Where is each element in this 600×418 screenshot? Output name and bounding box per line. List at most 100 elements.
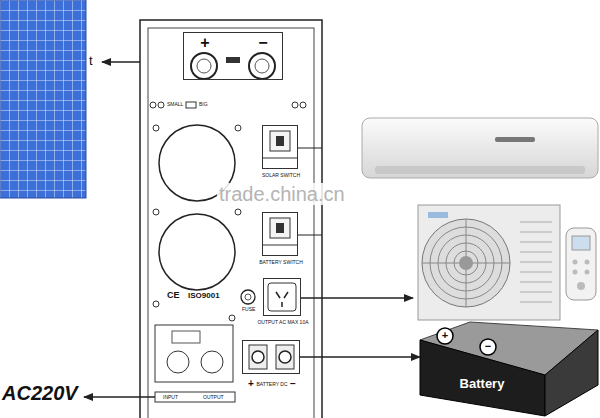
solar-panel (0, 0, 86, 198)
node-text: Battery (460, 377, 505, 390)
node-text: + (248, 379, 254, 389)
terminal-screw (252, 351, 264, 363)
solar-switch: SOLAR SWITCH (262, 125, 298, 169)
ac-display (495, 137, 535, 142)
remote-buttons (573, 260, 590, 291)
breaker-body (270, 218, 290, 238)
terminal-label: OUTPUT (203, 395, 224, 400)
drawing-part (520, 242, 552, 243)
drawing-part (577, 282, 585, 290)
cert-mark: ISO9001 (188, 292, 220, 300)
battery-front (420, 340, 545, 416)
ac-fan-hub (459, 256, 473, 270)
breaker-line (262, 158, 298, 159)
switch-label: SMALL (167, 102, 183, 107)
socket-face (268, 283, 296, 311)
brand-logo (226, 57, 240, 63)
drawing-part (520, 262, 552, 263)
terminal-label: INPUT (163, 395, 178, 400)
ac-badge (428, 212, 448, 218)
output-arrow (301, 297, 413, 298)
ac-vents (520, 222, 552, 302)
node-text: − (290, 379, 296, 389)
ac-arrow (84, 396, 155, 397)
drawing-part (520, 302, 552, 303)
ac-louver (375, 166, 585, 174)
drawing-part (520, 222, 552, 223)
battery-terminal (480, 339, 496, 355)
terminal-block (276, 345, 294, 369)
drawing-part (153, 301, 159, 307)
drawing-part (520, 292, 552, 293)
pv-terminal-inner (197, 59, 211, 73)
ac-fan (422, 219, 510, 307)
node-text: BATTERY SWITCH (259, 260, 303, 265)
ac-panel (155, 325, 233, 382)
pv-terminal-box: +− (183, 32, 283, 80)
housing-inner (148, 28, 314, 418)
node-text: + (442, 330, 448, 341)
wire (298, 235, 322, 236)
wire (298, 148, 322, 149)
drawing-part (158, 102, 164, 108)
drawing-part (235, 125, 241, 131)
drawing-part (292, 102, 298, 108)
node-text: − (485, 341, 491, 352)
drawing-part (585, 260, 590, 265)
drawing-part (520, 252, 552, 253)
node-text: SOLAR SWITCH (262, 173, 300, 178)
ac-fan-grille (422, 219, 510, 307)
ac-panel-plate (172, 331, 200, 343)
fuse-cap (245, 294, 251, 300)
drawing-part (585, 270, 590, 275)
part-label: FUSE (242, 307, 255, 312)
ac-outdoor-unit (418, 205, 560, 320)
node-text: + (200, 35, 209, 51)
terminal-block (249, 345, 267, 369)
battery-terminal-box: +BATTERY DC− (242, 340, 300, 374)
cutoff-text: t (89, 54, 93, 67)
drawing-part (153, 125, 159, 131)
output-socket: OUTPUT AC MAX 10A (263, 278, 301, 316)
cable-gland (167, 351, 189, 373)
switch-label: BIG (199, 102, 208, 107)
battery-side (545, 330, 598, 416)
breaker-toggle (276, 136, 284, 146)
node-text: − (258, 35, 267, 51)
drawing-part (235, 209, 241, 215)
drawing-part (520, 272, 552, 273)
drawing-part (573, 270, 578, 275)
breaker-line (262, 245, 298, 246)
drawing-part (520, 232, 552, 233)
breaker-toggle (276, 223, 284, 233)
screws (150, 102, 306, 321)
breaker-body (270, 131, 290, 151)
node-text: OUTPUT AC MAX 10A (257, 320, 308, 325)
drawing-part (229, 315, 235, 321)
battery: + − Battery (420, 322, 598, 416)
cable-gland (201, 351, 223, 373)
size-switch (186, 102, 196, 108)
fan-grille (159, 214, 235, 290)
battery-terminal (437, 328, 453, 344)
terminal-screw (279, 351, 291, 363)
socket-slots (276, 292, 288, 307)
connector-arrow (300, 356, 420, 357)
remote-screen (572, 236, 590, 250)
terminal-strip (155, 392, 235, 402)
watermark: trade.china.cn (217, 183, 347, 205)
inverter-housing (140, 20, 322, 418)
drawing-part (573, 260, 578, 265)
pv-terminal (249, 53, 275, 79)
battery-switch: BATTERY SWITCH (262, 212, 298, 256)
ac-indoor-unit (362, 118, 598, 178)
pv-terminal (191, 53, 217, 79)
drawing-part (300, 102, 306, 108)
fuse-holder (241, 290, 255, 304)
node-text: BATTERY DC (256, 382, 287, 387)
pv-terminal-inner (255, 59, 269, 73)
drawing-part (520, 282, 552, 283)
output-label: AC220V (2, 383, 78, 403)
